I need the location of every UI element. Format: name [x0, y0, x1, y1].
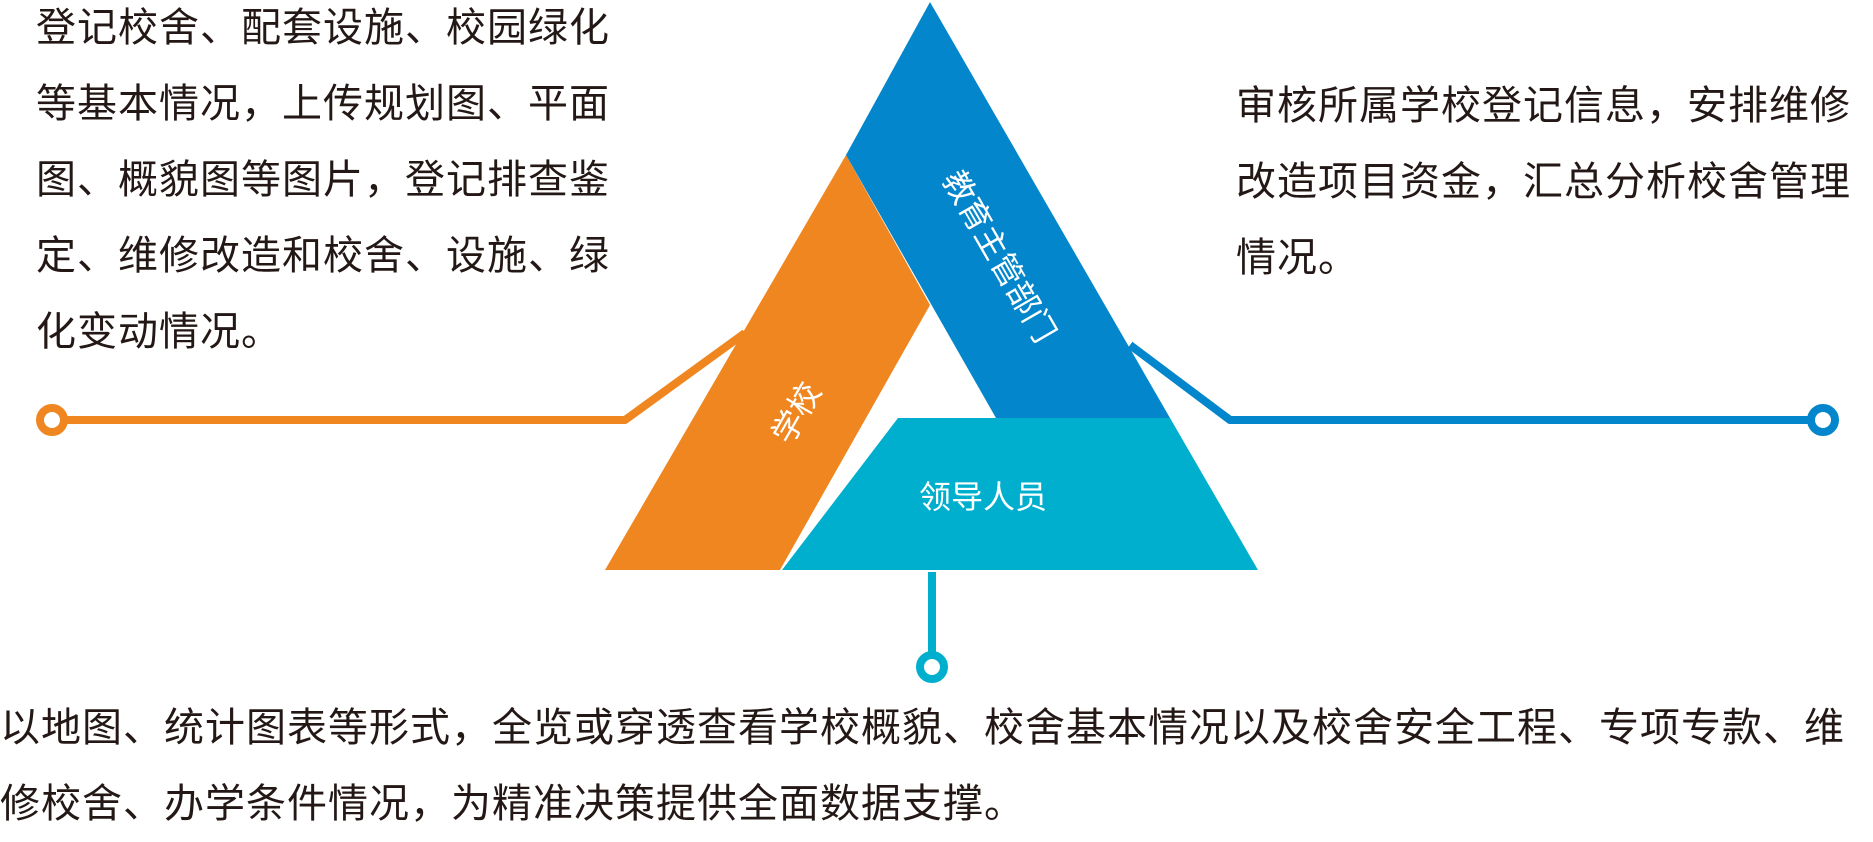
education-description-line: 情况。: [1236, 235, 1359, 281]
school-description: 登记校舍、配套设施、校园绿化 等基本情况，上传规划图、平面 图、概貌图等图片，登…: [36, 0, 636, 370]
school-connector-line: [52, 329, 748, 424]
school-description-line: 定、维修改造和校舍、设施、绿: [36, 233, 610, 279]
school-segment: [605, 155, 930, 570]
leaders-description-line: 修校舍、办学条件情况，为精准决策提供全面数据支撑。: [0, 781, 1025, 827]
education-description-line: 审核所属学校登记信息，安排维修: [1236, 83, 1851, 129]
leaders-connector: [916, 572, 948, 683]
education-segment: [846, 2, 1170, 418]
leaders-description-line: 以地图、统计图表等形式，全览或穿透查看学校概貌、校舍基本情况以及校舍安全工程、专…: [0, 705, 1845, 751]
school-description-line: 等基本情况，上传规划图、平面: [36, 81, 610, 127]
leaders-segment: [782, 418, 1258, 570]
school-description-line: 化变动情况。: [36, 309, 282, 355]
education-connector-node: [1807, 404, 1839, 436]
leaders-segment-label: 领导人员: [919, 478, 1047, 516]
leaders-description: 以地图、统计图表等形式，全览或穿透查看学校概貌、校舍基本情况以及校舍安全工程、专…: [0, 690, 1873, 842]
education-description-line: 改造项目资金，汇总分析校舍管理: [1236, 159, 1851, 205]
school-connector: [36, 329, 748, 436]
school-description-line: 图、概貌图等图片，登记排查鉴: [36, 157, 610, 203]
education-description: 审核所属学校登记信息，安排维修 改造项目资金，汇总分析校舍管理 情况。: [1236, 68, 1856, 296]
school-description-line: 登记校舍、配套设施、校园绿化: [36, 5, 610, 51]
school-connector-node: [36, 404, 68, 436]
education-connector-line: [1127, 341, 1823, 424]
leaders-connector-node: [916, 651, 948, 683]
education-connector: [1127, 341, 1839, 436]
